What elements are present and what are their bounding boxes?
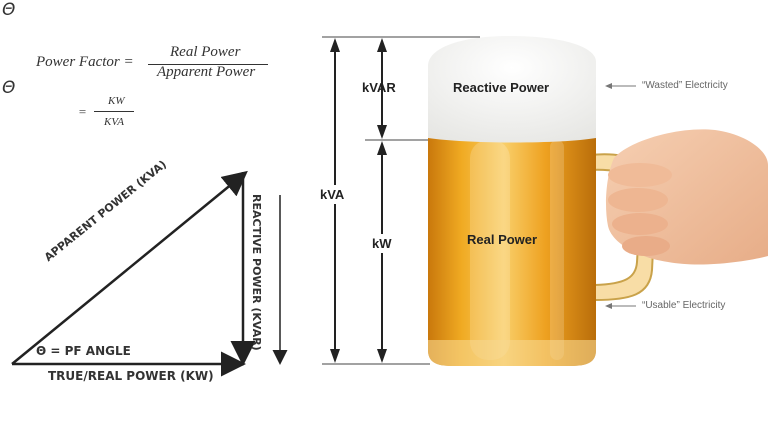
- theta-symbol-top: Θ: [2, 0, 16, 20]
- glass-highlight: [470, 140, 510, 360]
- kva-arrow-up-head: [330, 38, 340, 52]
- finger-3: [612, 213, 668, 235]
- power-triangle: [11, 170, 288, 377]
- beer-mug: [428, 36, 657, 366]
- real-power-text: Real Power: [467, 232, 538, 247]
- kvar-label: kVAR: [362, 80, 396, 95]
- beer-foam: [428, 36, 596, 143]
- finger-1: [608, 163, 672, 187]
- beer-liquid: [428, 130, 596, 366]
- kvar-arrow-down-head: [377, 125, 387, 139]
- kw-fraction-bar: [94, 111, 134, 112]
- theta-symbol-second: Θ: [2, 78, 16, 98]
- real-power-base-label: TRUE/REAL POWER (KW): [48, 369, 214, 383]
- usable-arrow-head: [605, 303, 612, 309]
- finger-4: [622, 236, 670, 256]
- formula-numerator: Real Power: [170, 44, 241, 60]
- hand: [606, 129, 768, 265]
- kw-numerator: KW: [108, 95, 125, 107]
- formula-denominator: Apparent Power: [157, 64, 256, 80]
- kva-label: kVA: [320, 185, 345, 204]
- kva-arrow-down-head: [330, 349, 340, 363]
- power-factor-label: Power Factor =: [36, 54, 134, 70]
- mug-base: [428, 340, 596, 366]
- kw-arrow-down-head: [377, 349, 387, 363]
- kw-label: kW: [372, 234, 392, 253]
- wasted-arrow-head: [605, 83, 612, 89]
- side-note-arrows: [605, 83, 636, 309]
- kw-arrow-up-head: [377, 141, 387, 155]
- equals-sign: =: [78, 104, 87, 119]
- reactive-power-text: Reactive Power: [453, 80, 550, 95]
- pf-angle-label: Θ = PF ANGLE: [36, 344, 131, 358]
- usable-electricity-note: “Usable” Electricity: [642, 300, 726, 311]
- wasted-electricity-note: “Wasted” Electricity: [642, 80, 728, 91]
- apparent-power-arrow: [11, 170, 248, 365]
- kva-denominator: KVA: [104, 116, 124, 128]
- formula-fraction-bar: [148, 64, 268, 65]
- glass-highlight-right: [550, 140, 564, 360]
- reactive-power-label: REACTIVE POWER (KVAR): [250, 194, 263, 351]
- kvar-arrow-up-head: [377, 38, 387, 52]
- finger-2: [608, 188, 668, 212]
